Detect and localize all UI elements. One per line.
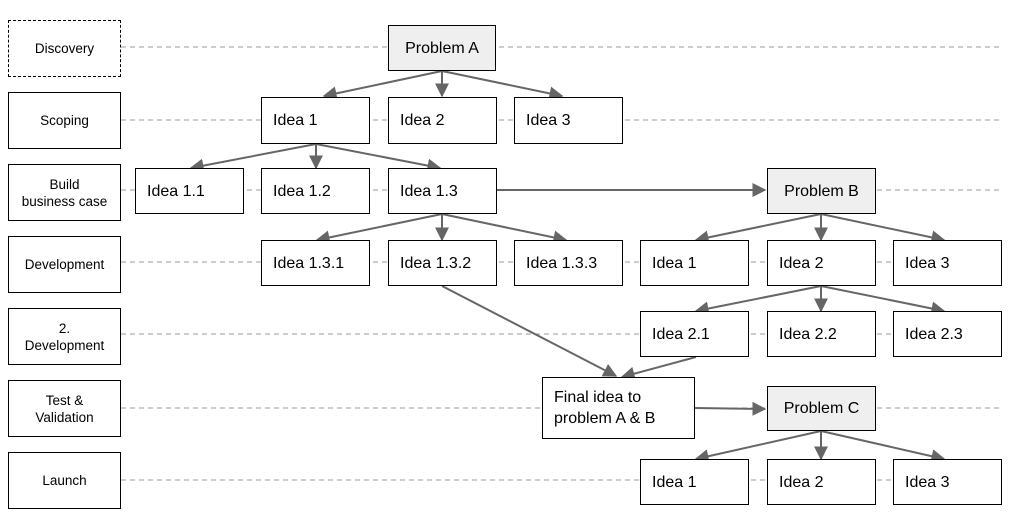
arrow-idea-1-3-2-to-final-idea	[441, 285, 618, 377]
node-idea-1-3-2[interactable]: Idea 1.3.2	[388, 240, 497, 286]
stage-label: 2. Development	[24, 320, 105, 353]
arrow-idea-1-3-to-idea-1-3-1	[315, 213, 443, 245]
arrow-problem-c-to-idea-3	[820, 430, 946, 464]
node-label: Idea 1	[273, 112, 318, 129]
node-b-idea-3[interactable]: Idea 3	[893, 240, 1002, 286]
stage-label: Launch	[42, 473, 87, 488]
node-label: Idea 1	[652, 473, 697, 491]
node-label: Final idea to problem A & B	[554, 389, 656, 427]
node-idea-1-1[interactable]: Idea 1.1	[135, 168, 244, 214]
arrow-idea-2-1-to-final-idea	[620, 356, 697, 381]
node-label: Problem A	[405, 39, 479, 57]
arrow-idea-1-3-to-idea-1-3-3	[441, 213, 568, 245]
node-label: Idea 2.1	[652, 325, 710, 343]
node-idea-3[interactable]: Idea 3	[514, 97, 623, 144]
node-idea-2-1[interactable]: Idea 2.1	[640, 311, 749, 357]
stage-development: Development	[8, 236, 121, 293]
node-final-idea[interactable]: Final idea to problem A & B	[542, 377, 695, 439]
node-c-idea-3[interactable]: Idea 3	[893, 459, 1002, 505]
node-label: Idea 1.1	[147, 182, 205, 200]
arrow-problem-a-to-idea-3	[441, 70, 564, 101]
node-label: Idea 2.2	[779, 325, 837, 343]
arrow-idea-2-to-idea-2-1	[694, 285, 822, 316]
node-c-idea-1[interactable]: Idea 1	[640, 459, 749, 505]
node-problem-a[interactable]: Problem A	[388, 25, 496, 71]
node-idea-2-3[interactable]: Idea 2.3	[893, 311, 1002, 357]
node-label: Idea 1.3.2	[400, 254, 472, 272]
node-b-idea-1[interactable]: Idea 1	[640, 240, 749, 286]
node-label: Idea 1.2	[273, 182, 331, 200]
arrow-idea-1-to-idea-1-1	[189, 143, 317, 173]
node-idea-2[interactable]: Idea 2	[388, 97, 497, 144]
node-problem-b[interactable]: Problem B	[767, 168, 876, 214]
node-idea-1-3-3[interactable]: Idea 1.3.3	[514, 240, 623, 286]
arrow-idea-1-to-idea-1-3	[315, 143, 442, 173]
node-b-idea-2[interactable]: Idea 2	[767, 240, 876, 286]
stage-label: Scoping	[40, 113, 89, 128]
stage-discovery: Discovery	[8, 20, 121, 77]
node-label: Idea 3	[905, 254, 950, 272]
node-idea-1-3-1[interactable]: Idea 1.3.1	[261, 240, 370, 286]
node-label: Idea 2	[400, 112, 445, 129]
node-c-idea-2[interactable]: Idea 2	[767, 459, 876, 505]
node-idea-2-2[interactable]: Idea 2.2	[767, 311, 876, 357]
stage-test-validation: Test & Validation	[8, 380, 121, 437]
stage-label: Discovery	[34, 41, 95, 56]
node-label: Problem B	[784, 182, 859, 200]
stage-launch: Launch	[8, 452, 121, 509]
node-label: Idea 2.3	[905, 325, 963, 343]
stage-label: Development	[24, 257, 105, 272]
node-label: Idea 3	[905, 473, 950, 491]
node-problem-c[interactable]: Problem C	[767, 386, 876, 431]
stage-build-business-case: Build business case	[8, 164, 121, 221]
arrow-problem-b-to-idea-1	[694, 213, 822, 245]
arrow-problem-b-to-idea-3	[820, 213, 946, 245]
arrow-idea-2-to-idea-2-3	[820, 285, 946, 316]
node-label: Idea 1.3.3	[526, 254, 598, 272]
stage-label: Build business case	[21, 176, 108, 209]
node-label: Idea 3	[526, 112, 571, 129]
arrow-problem-c-to-idea-1	[694, 430, 822, 464]
node-label: Idea 2	[779, 254, 824, 272]
node-label: Idea 1.3.1	[273, 254, 345, 272]
node-label: Idea 1.3	[400, 182, 458, 200]
stage-scoping: Scoping	[8, 92, 121, 149]
node-idea-1-3[interactable]: Idea 1.3	[388, 168, 497, 214]
node-label: Idea 1	[652, 254, 697, 272]
stage-development-2: 2. Development	[8, 308, 121, 365]
node-label: Idea 2	[779, 473, 824, 491]
node-label: Problem C	[783, 400, 860, 417]
arrow-problem-a-to-idea-1	[322, 70, 443, 101]
node-idea-1-2[interactable]: Idea 1.2	[261, 168, 370, 214]
node-idea-1[interactable]: Idea 1	[261, 97, 370, 144]
stage-label: Test & Validation	[35, 392, 94, 425]
arrow-final-idea-to-problem-c	[694, 401, 767, 416]
